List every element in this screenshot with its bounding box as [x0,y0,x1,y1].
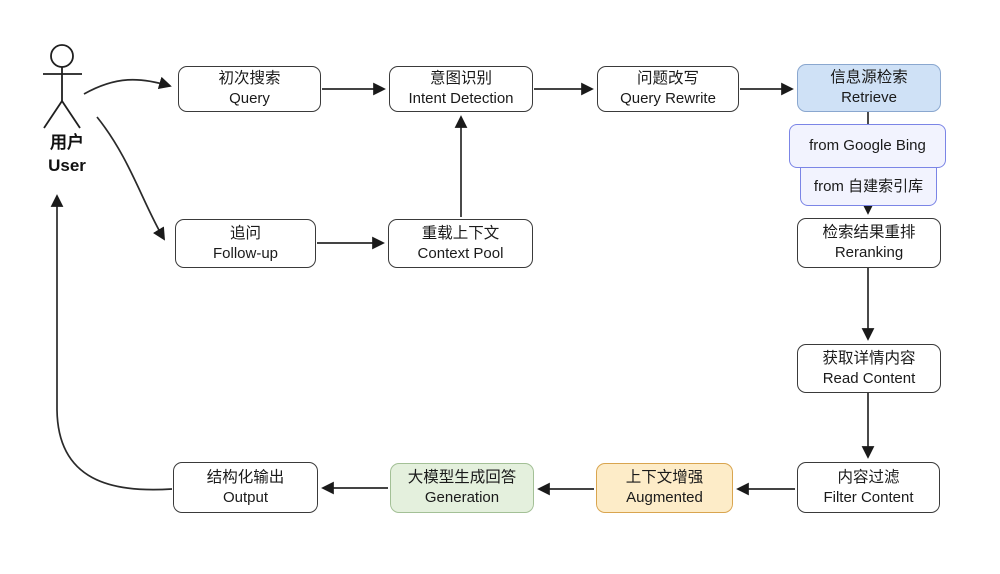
edge-user-to-followup [96,116,165,241]
node-source-custom-label: from 自建索引库 [813,178,924,195]
node-context-pool: 重载上下文 Context Pool [388,219,533,268]
node-generation: 大模型生成回答 Generation [390,463,534,513]
node-augmented-label-en: Augmented [626,489,703,506]
node-filter-content: 内容过滤 Filter Content [797,462,940,513]
node-rewrite-label-en: Query Rewrite [620,90,716,107]
node-query-label-en: Query [229,90,270,107]
node-filter-label-zh: 内容过滤 [837,468,900,486]
node-intent-label-en: Intent Detection [408,90,514,107]
node-follow-up: 追问 Follow-up [175,219,316,268]
node-augmented-label-zh: 上下文增强 [625,469,704,486]
node-source-google-bing: from Google Bing [789,124,946,168]
node-generation-label-zh: 大模型生成回答 [407,469,517,486]
node-contextpool-label-zh: 重载上下文 [421,224,500,242]
node-followup-label-zh: 追问 [229,224,261,242]
node-filter-label-en: Filter Content [823,488,914,506]
actor-label-en: User [48,156,86,175]
node-rewrite-label-zh: 问题改写 [636,70,699,87]
edge-output-to-user [50,194,173,491]
node-generation-label-en: Generation [424,489,500,506]
node-intent-label-zh: 意图识别 [429,70,492,87]
node-contextpool-label-en: Context Pool [417,244,504,262]
node-query: 初次搜索 Query [178,66,321,112]
user-actor-icon [43,44,82,129]
node-read-content: 获取详情内容 Read Content [797,344,941,393]
node-source-google-label: from Google Bing [809,137,926,154]
node-read-label-zh: 获取详情内容 [822,349,916,367]
node-retrieve-label-en: Retrieve [841,89,897,106]
node-query-rewrite: 问题改写 Query Rewrite [597,66,739,112]
node-reranking: 检索结果重排 Reranking [797,218,941,268]
node-reranking-label-zh: 检索结果重排 [822,224,916,241]
edge-user-to-query [83,76,172,95]
node-reranking-label-en: Reranking [834,244,904,261]
node-query-label-zh: 初次搜索 [218,70,281,87]
node-output: 结构化输出 Output [173,462,318,513]
actor-label-zh: 用户 [50,133,84,152]
node-retrieve-label-zh: 信息源检索 [830,69,908,86]
node-output-label-zh: 结构化输出 [206,468,285,486]
node-followup-label-en: Follow-up [212,244,279,262]
node-output-label-en: Output [222,488,269,506]
node-augmented: 上下文增强 Augmented [596,463,733,513]
node-retrieve: 信息源检索 Retrieve [797,64,941,112]
node-intent-detection: 意图识别 Intent Detection [389,66,533,112]
node-read-label-en: Read Content [822,369,916,387]
